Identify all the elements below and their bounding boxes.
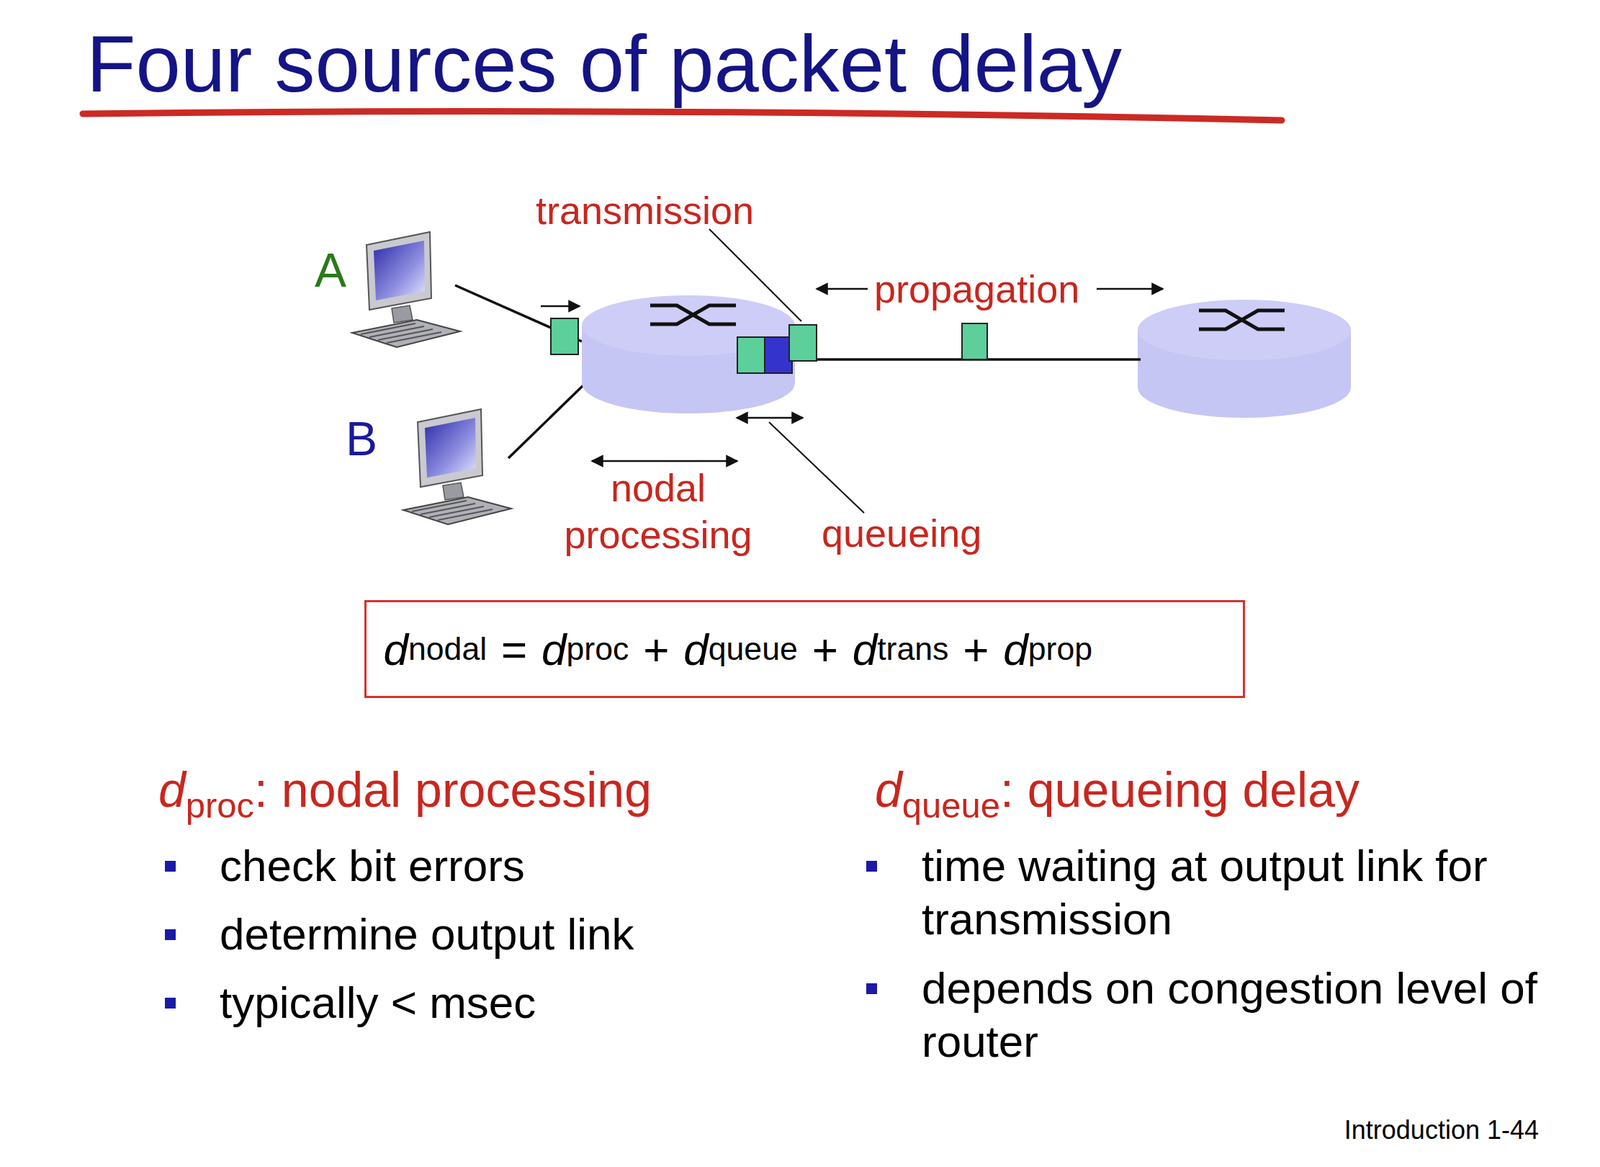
heading-text: d <box>874 761 903 817</box>
bullet-text: depends on congestion level of router <box>921 961 1570 1069</box>
bullet-text: time waiting at output link for transmis… <box>921 838 1570 947</box>
span-arrow <box>736 416 803 420</box>
subscript: proc <box>566 630 630 667</box>
router-1 <box>581 295 795 414</box>
page-footer: Introduction 1-44 <box>1344 1113 1539 1145</box>
host-label: A <box>314 241 347 299</box>
bullet-text: determine output link <box>219 907 635 961</box>
section-heading: dqueue: queueing delay <box>874 760 1360 827</box>
variable: d <box>383 623 409 675</box>
link-b <box>508 381 587 458</box>
operator: + <box>962 623 989 675</box>
packet <box>764 336 793 373</box>
bullet <box>866 982 878 994</box>
section-heading: dproc: nodal processing <box>158 760 652 827</box>
bullet <box>164 997 176 1009</box>
bullet <box>164 928 176 940</box>
span-arrow <box>816 288 868 291</box>
heading-text: d <box>158 761 186 817</box>
packet <box>550 318 579 355</box>
callout-label: transmission <box>535 187 754 235</box>
variable: d <box>541 623 566 675</box>
operator: + <box>643 623 669 675</box>
bullet <box>164 860 176 872</box>
packet <box>962 323 988 360</box>
variable: d <box>1003 623 1028 675</box>
computer-b <box>403 409 512 525</box>
subscript: queue <box>902 785 1001 825</box>
heading-text: : nodal processing <box>254 761 652 817</box>
formula-box: dnodal=dproc+dqueue+dtrans+dprop <box>364 599 1246 698</box>
packet <box>737 336 765 373</box>
leader-line <box>709 228 802 322</box>
leader-line <box>769 421 865 513</box>
operator: = <box>501 623 528 675</box>
bullet-text: check bit errors <box>219 838 525 893</box>
span-arrow <box>1096 288 1163 291</box>
subscript: queue <box>708 630 798 667</box>
span-arrow <box>591 460 738 463</box>
callout-label: nodal processing <box>539 464 777 559</box>
subscript: proc <box>185 785 255 825</box>
bullet-text: typically < msec <box>219 975 536 1029</box>
title-underline <box>82 111 1282 121</box>
subscript: nodal <box>408 630 487 667</box>
variable: d <box>683 623 708 675</box>
packet <box>789 324 817 361</box>
subscript: trans <box>877 630 949 667</box>
callout-label: queueing <box>821 509 982 557</box>
router-2 <box>1137 299 1351 418</box>
computer-a <box>352 231 461 348</box>
heading-text: : queueing delay <box>1000 761 1360 817</box>
direction-arrow <box>540 305 580 308</box>
host-label: B <box>345 410 378 468</box>
callout-label: propagation <box>874 265 1080 313</box>
subscript: prop <box>1028 630 1093 667</box>
operator: + <box>812 623 839 675</box>
variable: d <box>852 623 878 675</box>
bullet <box>866 860 878 872</box>
slide-title: Four sources of packet delay <box>86 15 1122 113</box>
